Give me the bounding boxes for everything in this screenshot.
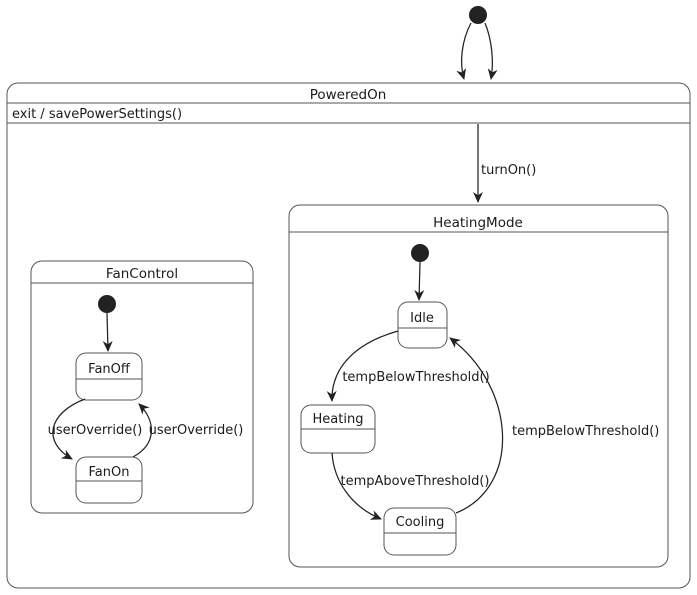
- initial-state-dot-fan-control: [98, 295, 116, 313]
- state-heating-mode: HeatingMode: [288, 204, 669, 568]
- transition-fan-on-to-fan-off: [132, 403, 153, 458]
- state-fan-off: FanOff: [75, 352, 143, 401]
- cooling-label: Cooling: [396, 515, 445, 530]
- fan-control-title: FanControl: [106, 266, 178, 282]
- initial-state-dot-top: [469, 6, 487, 24]
- transition-label-idle-to-heating: tempBelowThreshold(): [342, 370, 489, 385]
- transition-label-heating-to-cooling: tempAboveThreshold(): [340, 474, 489, 489]
- transition-cooling-to-idle: [449, 337, 504, 514]
- state-fan-on: FanOn: [75, 456, 143, 504]
- state-heating: Heating: [300, 404, 376, 454]
- powered-on-exit-action: exit / savePowerSettings(): [12, 107, 182, 122]
- idle-label: Idle: [410, 311, 434, 326]
- transition-label-turn-on: turnOn(): [481, 163, 536, 178]
- transition-label-fan-off-to-fan-on: userOverride(): [48, 423, 143, 438]
- state-cooling: Cooling: [383, 507, 457, 556]
- heating-mode-initial-transition: [414, 261, 425, 301]
- powered-on-title: PoweredOn: [310, 87, 387, 103]
- state-idle: Idle: [397, 301, 448, 349]
- initial-transition-right: [484, 22, 498, 80]
- transition-fan-off-to-fan-on: [52, 398, 86, 460]
- heating-label: Heating: [313, 412, 364, 427]
- heating-mode-title: HeatingMode: [433, 215, 523, 231]
- fan-control-initial-transition: [102, 312, 113, 352]
- fan-off-label: FanOff: [88, 362, 131, 377]
- transition-idle-to-heating: [326, 330, 399, 402]
- initial-state-dot-heating-mode: [411, 244, 429, 262]
- fan-on-label: FanOn: [89, 465, 130, 480]
- transition-label-fan-on-to-fan-off: userOverride(): [149, 423, 244, 438]
- initial-transition-left: [456, 22, 472, 80]
- transition-heating-to-cooling: [331, 452, 382, 520]
- transition-label-cooling-to-idle: tempBelowThreshold(): [512, 424, 659, 439]
